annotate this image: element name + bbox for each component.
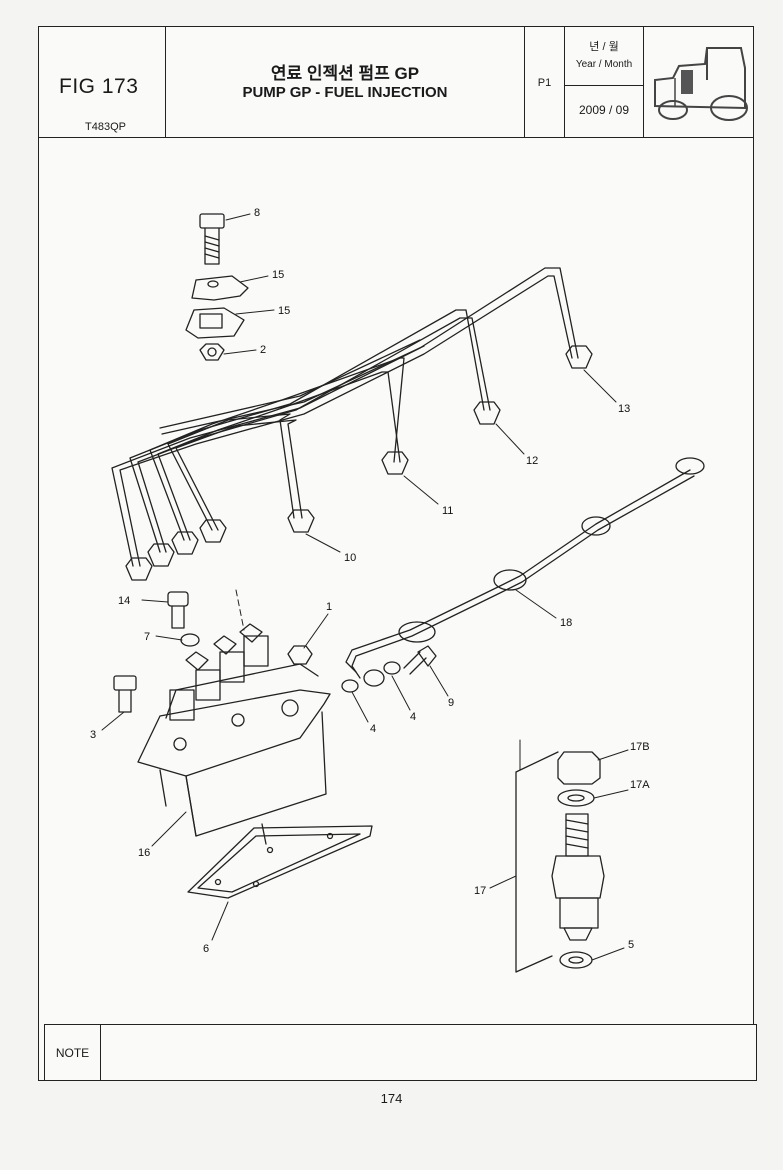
part-7-washer (180, 633, 200, 647)
callout-3: 3 (90, 729, 96, 741)
year-month-cell: 년 / 월 Year / Month 2009 / 09 (565, 27, 644, 137)
callout-5: 5 (628, 939, 634, 951)
callout-13: 13 (618, 403, 630, 415)
page-ref: P1 (537, 77, 552, 89)
page-ref-cell: P1 (525, 27, 565, 137)
pipe-nut-12 (473, 401, 501, 425)
page-frame: FIG 173 T483QP 연료 인젝션 펌프 GP PUMP GP - FU… (38, 26, 757, 1081)
callout-15-upper: 15 (272, 269, 284, 281)
callout-4-right: 4 (410, 711, 416, 723)
part-3-bolt (113, 675, 137, 713)
callout-4-left: 4 (370, 723, 376, 735)
pipe-nut-a (125, 557, 153, 581)
pipe-nut-13 (565, 345, 593, 369)
part-14-bolt (167, 591, 189, 629)
callout-18: 18 (560, 617, 572, 629)
callout-6: 6 (203, 943, 209, 955)
callout-11: 11 (442, 505, 453, 517)
callout-9: 9 (448, 697, 454, 709)
figure-code: T483QP (85, 121, 126, 133)
part-8-bolt (199, 213, 225, 265)
tractor-cell (644, 27, 755, 137)
pipe-nut-11 (381, 451, 409, 475)
part-9-banjo-bolt (403, 645, 437, 675)
part-1-nut (287, 645, 313, 665)
page-number: 174 (380, 1091, 403, 1106)
part-4-washer-a (341, 679, 359, 693)
pipe-nut-d (199, 519, 227, 543)
callout-15-lower: 15 (278, 305, 290, 317)
callout-12: 12 (526, 455, 538, 467)
tractor-icon (654, 47, 748, 121)
leader-lines (101, 213, 629, 961)
callout-16: 16 (138, 847, 150, 859)
pipe-nut-10 (287, 509, 315, 533)
part-17-injector (515, 751, 605, 973)
callout-1: 1 (326, 601, 332, 613)
divider (565, 85, 643, 86)
injection-pipes (111, 267, 579, 567)
part-6-gasket (187, 825, 373, 899)
callout-17: 17 (474, 885, 486, 897)
title-block: FIG 173 T483QP 연료 인젝션 펌프 GP PUMP GP - FU… (39, 27, 753, 138)
callout-7: 7 (144, 631, 150, 643)
part-4-washer-b (383, 661, 401, 675)
figure-number-cell: FIG 173 T483QP (39, 27, 166, 137)
pipe-nut-c (171, 531, 199, 555)
part-16-injection-pump (137, 623, 331, 845)
figure-number: FIG 173 (59, 75, 139, 98)
part-15-clamp-lower (185, 307, 245, 339)
title-english: PUMP GP - FUEL INJECTION (242, 84, 448, 101)
year-month-label-korean: 년 / 월 (589, 41, 619, 53)
exploded-parts-diagram: 8 15 15 2 13 12 11 10 18 14 7 1 9 4 4 3 … (90, 207, 705, 973)
part-18-leak-off-pipe (345, 457, 705, 687)
title-cell: 연료 인젝션 펌프 GP PUMP GP - FUEL INJECTION (166, 27, 525, 137)
part-2-nut (199, 343, 225, 361)
callout-17a: 17A (630, 779, 650, 791)
note-label: NOTE (45, 1025, 101, 1080)
pipe-nut-b (147, 543, 175, 567)
callout-14: 14 (118, 595, 130, 607)
year-month-value: 2009 / 09 (578, 103, 630, 117)
callout-10: 10 (344, 552, 356, 564)
part-15-clamp-upper (191, 275, 249, 301)
year-month-label-english: Year / Month (575, 59, 633, 70)
callout-8: 8 (254, 207, 260, 219)
title-korean: 연료 인젝션 펌프 GP (270, 64, 420, 83)
note-row: NOTE (44, 1024, 757, 1081)
callout-17b: 17B (630, 741, 650, 753)
callout-2: 2 (260, 344, 266, 356)
